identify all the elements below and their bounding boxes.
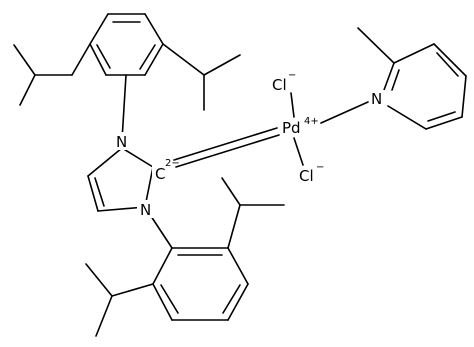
atom-carbene-c: C 2− — [152, 158, 180, 183]
svg-text:2−: 2− — [165, 158, 180, 169]
svg-text:Cl: Cl — [272, 76, 287, 94]
atom-n-upper: N — [113, 132, 131, 151]
atom-pd: Pd 4+ — [280, 116, 319, 137]
atom-cl-upper: Cl − — [270, 70, 296, 94]
bond-pd-cl-upper — [290, 92, 295, 118]
upper-left-isopropyl — [13, 43, 91, 106]
bond-pd-n-pyridine — [320, 101, 369, 124]
atom-n-pyridine: N — [369, 90, 385, 108]
upper-right-isopropyl — [162, 43, 241, 111]
svg-text:−: − — [288, 70, 296, 81]
lower-left-isopropyl — [85, 263, 154, 337]
svg-text:N: N — [116, 133, 127, 151]
svg-text:Cl: Cl — [299, 167, 314, 185]
svg-text:4+: 4+ — [304, 116, 319, 127]
svg-text:Pd: Pd — [282, 119, 301, 137]
lower-aryl-ring — [152, 247, 249, 321]
bond-pd-cl-lower — [293, 137, 304, 166]
svg-text:N: N — [371, 90, 382, 108]
pyridine-ring — [383, 43, 467, 130]
bond-upper-aryl-n — [121, 74, 127, 141]
upper-aryl-ring — [89, 13, 164, 76]
atom-cl-lower: Cl − — [297, 162, 324, 185]
svg-text:C: C — [155, 165, 165, 183]
svg-text:N: N — [140, 201, 151, 219]
lower-right-isopropyl — [221, 177, 285, 249]
pyridine-methyl-bond — [357, 27, 395, 64]
svg-text:−: − — [316, 162, 324, 173]
imidazole-ring — [87, 147, 154, 212]
atom-n-lower: N — [137, 200, 155, 219]
carbene-pd-double-bond — [173, 127, 280, 168]
